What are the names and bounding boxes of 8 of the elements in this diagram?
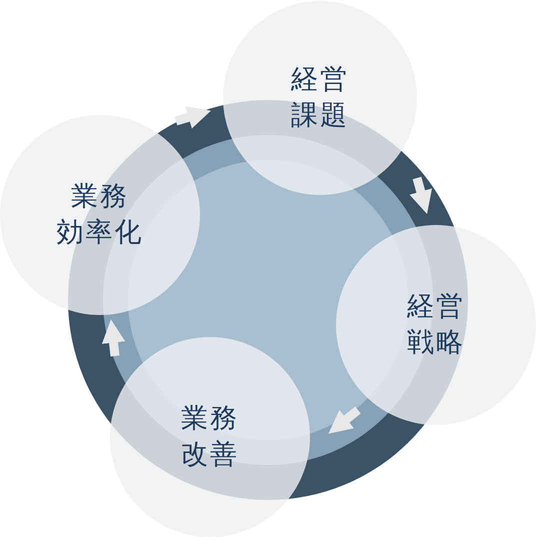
arrow <box>328 406 361 434</box>
stage-label: 業務効率化 <box>56 180 144 250</box>
stage-label: 経営戦略 <box>407 290 465 360</box>
arrow <box>174 106 211 129</box>
stage-label: 業務改善 <box>181 402 239 472</box>
stage-label: 経営課題 <box>291 63 349 133</box>
arrow <box>409 176 432 214</box>
arrow <box>102 319 126 356</box>
